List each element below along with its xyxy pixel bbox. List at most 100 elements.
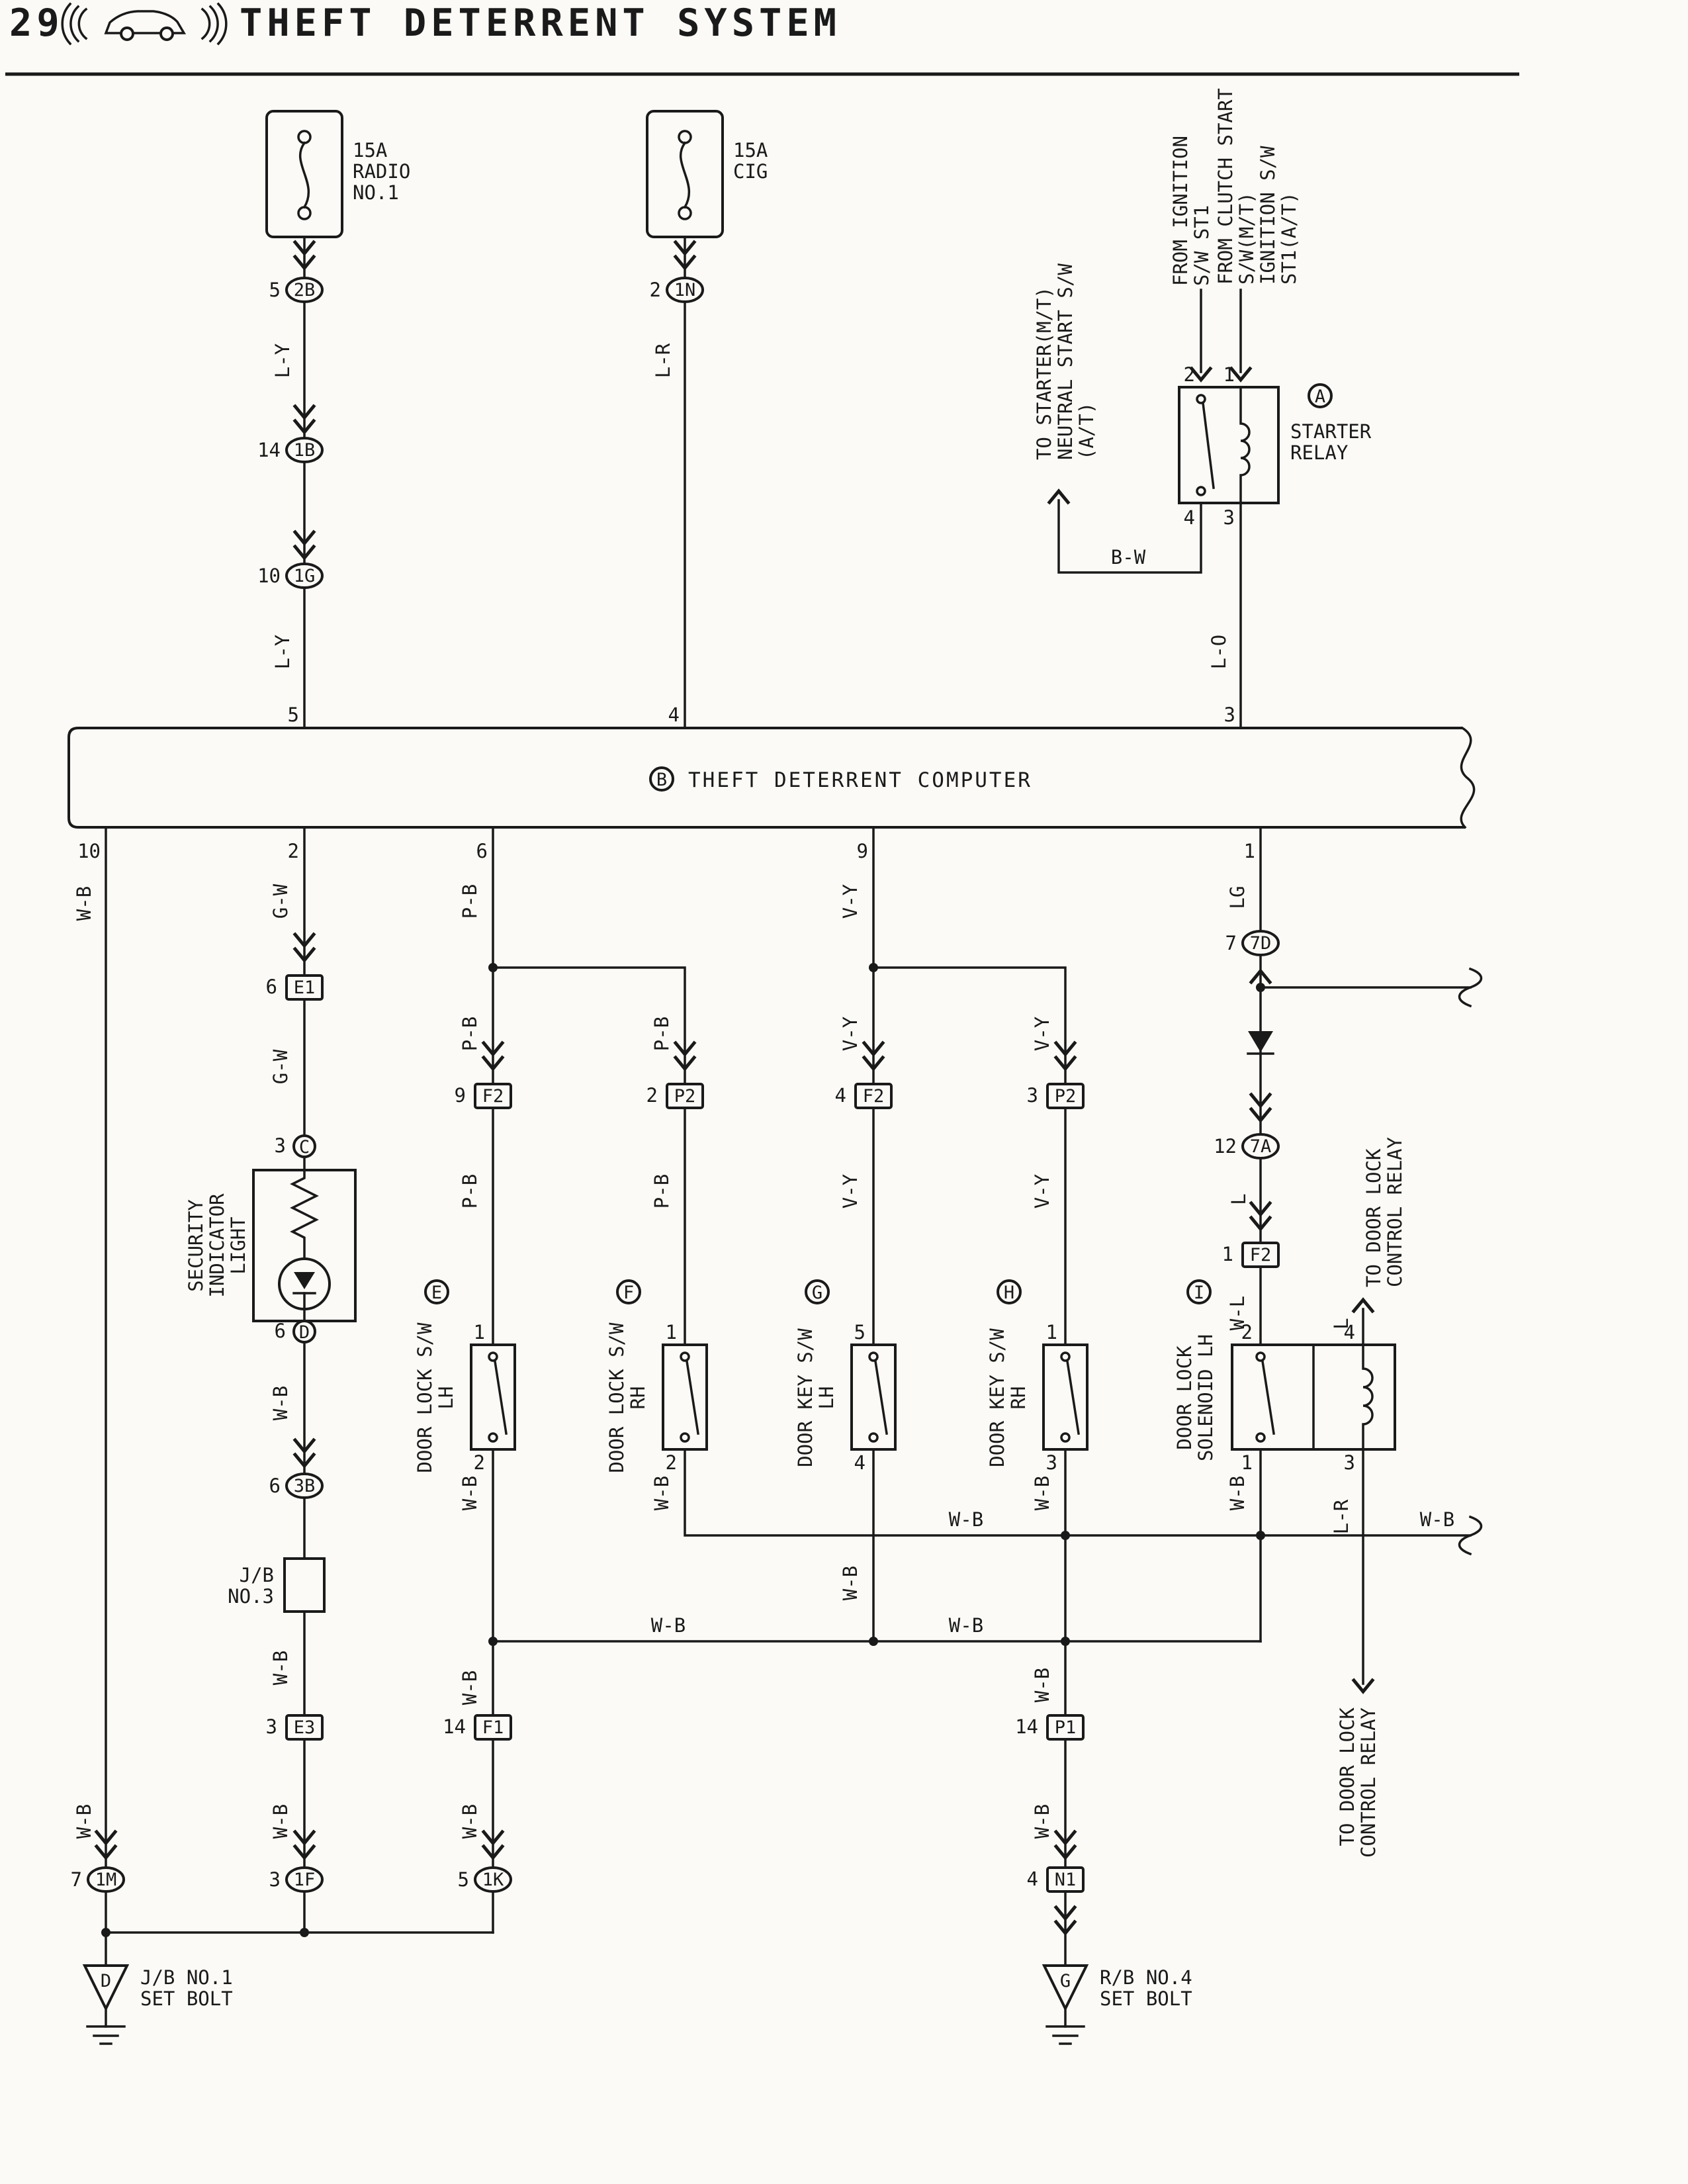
diode bbox=[1247, 1031, 1274, 1055]
wire-color-label: P-B bbox=[459, 884, 481, 919]
computer-pin: 3 bbox=[1224, 704, 1235, 726]
wire-color-label: W-B bbox=[1031, 1804, 1053, 1839]
switch-ref: F bbox=[623, 1283, 634, 1303]
connector-id: F2 bbox=[1250, 1245, 1272, 1265]
note-to-starter: (A/T) bbox=[1075, 402, 1098, 460]
ground-ref: G bbox=[1060, 1971, 1071, 1991]
jb-label: J/B bbox=[240, 1564, 274, 1586]
connector-id: 1M bbox=[95, 1870, 117, 1890]
jb-label: NO.3 bbox=[228, 1585, 274, 1608]
switch-name: DOOR LOCK S/W bbox=[414, 1322, 436, 1473]
connector-pin: 2 bbox=[646, 1084, 658, 1107]
relay-pin: 4 bbox=[1184, 506, 1195, 529]
door-lock-switch-lh: 1 2 E DOOR LOCK S/W LH bbox=[414, 1279, 516, 1474]
door-key-switch-lh: 5 4 G DOOR KEY S/W LH bbox=[794, 1279, 897, 1474]
door-lock-solenoid-lh: 2 4 1 3 I DOOR LOCK SOLENOID LH bbox=[1173, 1279, 1396, 1474]
connector-id: E3 bbox=[294, 1717, 316, 1738]
ground-ref: D bbox=[101, 1971, 111, 1991]
ground-g: G R/B NO.4 SET BOLT bbox=[1042, 1964, 1192, 2012]
wire-color-label: LG bbox=[1226, 886, 1249, 909]
wire-color-label: W-B bbox=[839, 1566, 862, 1600]
wire-color-label: B-W bbox=[1111, 546, 1146, 569]
connector-id: 7A bbox=[1250, 1136, 1272, 1157]
wire-color-label: L-Y bbox=[271, 635, 294, 669]
wire-color-label: L bbox=[1330, 1318, 1353, 1329]
solenoid-name: SOLENOID LH bbox=[1194, 1334, 1217, 1461]
wire-color-label: W-B bbox=[1031, 1668, 1053, 1702]
wire-color-label: V-Y bbox=[839, 884, 862, 919]
wire-color-label: P-B bbox=[459, 1174, 481, 1208]
wire-color-label: P-B bbox=[650, 1017, 673, 1051]
note-to-starter: TO STARTER(M/T) bbox=[1033, 287, 1055, 460]
fuse-name: NO.1 bbox=[353, 181, 399, 204]
note-from-clutch: S/W(M/T) bbox=[1235, 192, 1258, 285]
solenoid-pin: 3 bbox=[1344, 1451, 1355, 1474]
connector-id: 7D bbox=[1250, 933, 1272, 954]
computer-pin: 10 bbox=[77, 840, 101, 862]
wire-color-label: W-B bbox=[269, 1386, 292, 1420]
computer-pin: 6 bbox=[476, 840, 488, 862]
wire-color-label: W-B bbox=[73, 1804, 95, 1839]
switch-name: DOOR KEY S/W bbox=[986, 1328, 1008, 1467]
switch-name: DOOR KEY S/W bbox=[794, 1328, 817, 1467]
led-symbol bbox=[294, 1272, 315, 1289]
component-name: INDICATOR bbox=[206, 1193, 228, 1298]
connector-pin: 6 bbox=[269, 1475, 281, 1497]
connector-id: P2 bbox=[1055, 1086, 1077, 1107]
wire-color-label: W-B bbox=[459, 1476, 481, 1510]
connector-pin: 2 bbox=[650, 279, 661, 301]
connector-p2-2: 2 P2 bbox=[646, 1083, 704, 1109]
connector-pin: 14 bbox=[1015, 1715, 1038, 1738]
switch-pin: 2 bbox=[666, 1451, 677, 1474]
note-to-door-lock-relay: TO DOOR LOCK bbox=[1362, 1148, 1385, 1287]
switch-name: RH bbox=[1007, 1387, 1030, 1410]
solenoid-ref: I bbox=[1194, 1283, 1204, 1303]
wire-color-label: W-B bbox=[1226, 1476, 1249, 1510]
wire-color-labels: L-Y L-R L-Y L-O B-W W-B G-W P-B V-Y LG P… bbox=[73, 343, 1454, 1839]
component-name: LIGHT bbox=[227, 1216, 249, 1274]
relay-name: RELAY bbox=[1290, 441, 1348, 464]
connector-pin: 14 bbox=[257, 439, 281, 461]
note-to-door-lock-relay: CONTROL RELAY bbox=[1384, 1137, 1406, 1287]
wire-color-label: V-Y bbox=[839, 1174, 862, 1208]
fuse-rating: 15A bbox=[733, 139, 768, 161]
connector-pin: 7 bbox=[1225, 932, 1237, 954]
fuse-cig: 15A CIG bbox=[646, 110, 768, 238]
switch-pin: 1 bbox=[474, 1321, 485, 1343]
relay-pin: 2 bbox=[1184, 363, 1195, 386]
connector-id: P2 bbox=[674, 1086, 696, 1107]
connector-pin: 5 bbox=[269, 279, 281, 301]
switch-pin: 2 bbox=[474, 1451, 485, 1474]
switch-pin: 1 bbox=[1046, 1321, 1057, 1343]
wire-color-label: W-B bbox=[269, 1651, 292, 1685]
solenoid-name: DOOR LOCK bbox=[1173, 1345, 1196, 1450]
switch-name: DOOR LOCK S/W bbox=[605, 1322, 628, 1473]
connector-pin: 10 bbox=[257, 565, 281, 587]
ground-label: R/B NO.4 bbox=[1100, 1966, 1192, 1989]
switch-pin: 5 bbox=[854, 1321, 866, 1343]
wire-color-label: W-B bbox=[650, 1476, 673, 1510]
wire-color-label: L bbox=[1227, 1193, 1250, 1205]
connector-id: 2B bbox=[294, 280, 316, 300]
fuse-radio: 15A RADIO NO.1 bbox=[265, 110, 410, 238]
switch-name: LH bbox=[435, 1387, 457, 1410]
page-number: 29 bbox=[9, 1, 64, 45]
terminal-pin: 6 bbox=[275, 1320, 286, 1342]
connector-id: N1 bbox=[1055, 1870, 1077, 1890]
wire-color-label: W-B bbox=[1031, 1476, 1053, 1510]
connector-pin: 3 bbox=[1027, 1084, 1038, 1107]
wire-color-label: V-Y bbox=[1031, 1174, 1053, 1208]
computer-pin: 4 bbox=[668, 704, 680, 726]
switch-name: LH bbox=[815, 1387, 838, 1410]
solenoid-pin: 4 bbox=[1344, 1321, 1355, 1343]
wire-color-label: V-Y bbox=[1031, 1017, 1053, 1051]
note-to-door-lock-relay: CONTROL RELAY bbox=[1357, 1707, 1380, 1858]
